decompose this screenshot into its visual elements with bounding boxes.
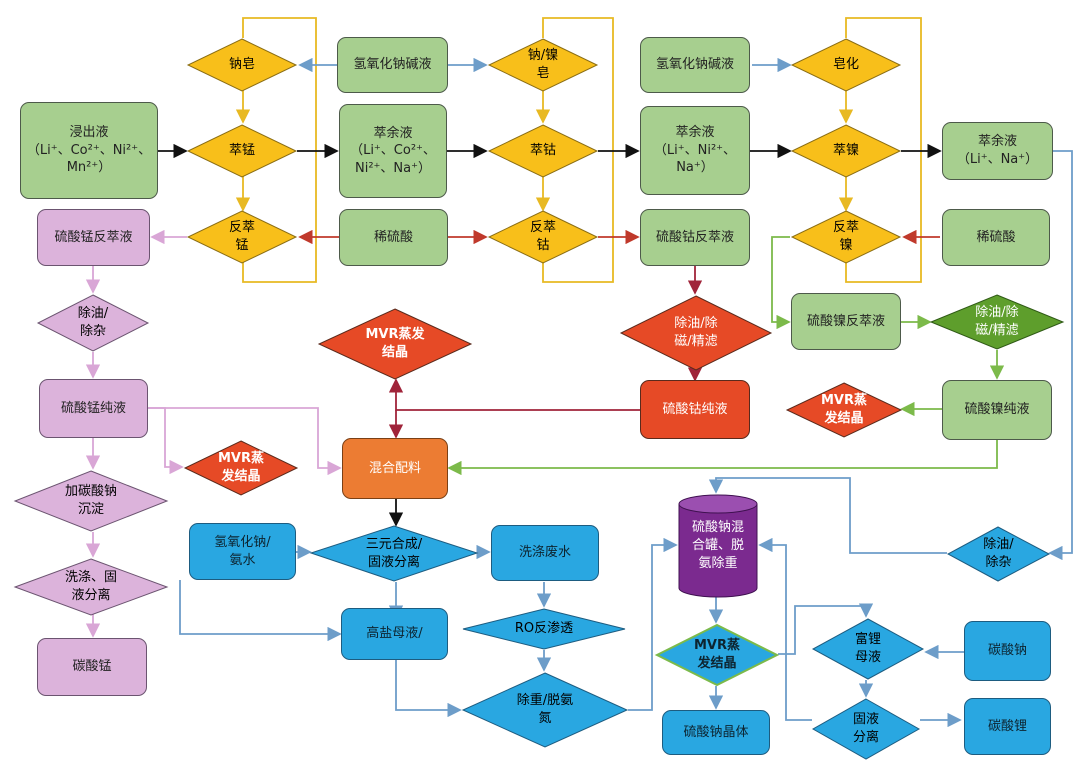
cobalt-strip-decision: 反萃 钴 xyxy=(487,210,599,264)
raffinate-deoil-label: 除油/ 除杂 xyxy=(983,537,1014,570)
mvr-sodium-sulfate-decision: MVR蒸 发结晶 xyxy=(654,623,780,687)
mvr-manganese-label: MVR蒸 发结晶 xyxy=(217,451,264,484)
cobalt-strip-liquor-label: 硫酸钴反萃液 xyxy=(655,229,734,245)
sodium-soap-label: 钠皂 xyxy=(228,57,255,73)
manganese-carbonate-box: 碳酸锰 xyxy=(37,638,147,696)
leach-liquor-box: 浸出液 （Li⁺、Co²⁺、Ni²⁺、 Mn²⁺） xyxy=(20,102,158,199)
cobalt-deoil-decision: 除油/除 磁/精滤 xyxy=(619,295,773,371)
manganese-strip-label: 反萃 锰 xyxy=(228,220,255,253)
cobalt-pure-liquor-box: 硫酸钴纯液 xyxy=(640,380,750,439)
mvr-top-decision: MVR蒸发 结晶 xyxy=(317,308,473,380)
cobalt-deoil-label: 除油/除 磁/精滤 xyxy=(674,316,718,349)
manganese-extraction-label: 萃锰 xyxy=(228,143,255,159)
manganese-pure-liquor-box: 硫酸锰纯液 xyxy=(39,379,148,438)
sodium-carbonate-label: 碳酸钠 xyxy=(987,643,1027,659)
naoh-ammonia-label: 氢氧化钠/ 氨水 xyxy=(214,534,271,568)
manganese-strip-liquor-box: 硫酸锰反萃液 xyxy=(37,209,150,266)
mvr-top-label: MVR蒸发 结晶 xyxy=(365,327,425,360)
ternary-synthesis-label: 三元合成/ 固液分离 xyxy=(365,536,423,570)
ternary-synthesis-decision: 三元合成/ 固液分离 xyxy=(309,525,479,582)
nickel-pure-liquor-label: 硫酸镍纯液 xyxy=(964,402,1030,418)
mvr-manganese-decision: MVR蒸 发结晶 xyxy=(183,440,299,496)
raffinate-label-3: 萃余液 （Li⁺、Na⁺） xyxy=(956,134,1039,167)
sodium-soap-decision: 钠皂 xyxy=(186,38,298,92)
sodium-sulfate-tank-label: 硫酸钠混 合罐、脱 氨除重 xyxy=(691,519,744,572)
naoh-solution-box-1: 氢氧化钠碱液 xyxy=(337,37,448,93)
raffinate-box-3: 萃余液 （Li⁺、Na⁺） xyxy=(942,122,1053,180)
naoh-solution-label-2: 氢氧化钠碱液 xyxy=(655,57,734,73)
solid-liquid-separation-decision: 固液 分离 xyxy=(811,698,921,760)
manganese-carbonate-label: 碳酸锰 xyxy=(72,659,112,675)
manganese-extraction-decision: 萃锰 xyxy=(186,124,298,178)
nickel-deoil-decision: 除油/除 磁/精滤 xyxy=(929,294,1065,350)
dilute-acid-label-1: 稀硫酸 xyxy=(373,229,413,245)
dilute-acid-box-2: 稀硫酸 xyxy=(942,209,1050,266)
mvr-nickel-decision: MVR蒸 发结晶 xyxy=(785,382,903,438)
leach-liquor-label: 浸出液 （Li⁺、Co²⁺、Ni²⁺、 Mn²⁺） xyxy=(26,125,152,176)
naoh-ammonia-box: 氢氧化钠/ 氨水 xyxy=(189,523,296,580)
sodium-carbonate-precipitation-decision: 加碳酸钠 沉淀 xyxy=(13,470,169,532)
nickel-strip-liquor-box: 硫酸镍反萃液 xyxy=(791,293,901,350)
sodium-carbonate-precipitation-label: 加碳酸钠 沉淀 xyxy=(64,484,117,517)
manganese-deoil-label: 除油/ 除杂 xyxy=(77,306,109,339)
sodium-sulfate-crystal-box: 硫酸钠晶体 xyxy=(662,710,770,755)
dilute-acid-label-2: 稀硫酸 xyxy=(976,229,1016,245)
cobalt-strip-liquor-box: 硫酸钴反萃液 xyxy=(640,209,750,266)
cobalt-strip-label: 反萃 钴 xyxy=(529,220,556,253)
wash-separation-label: 洗涤、固 液分离 xyxy=(64,570,117,603)
reverse-osmosis-decision: RO反渗透 xyxy=(462,608,626,650)
naoh-solution-label-1: 氢氧化钠碱液 xyxy=(353,57,432,73)
nickel-deoil-label: 除油/除 磁/精滤 xyxy=(975,305,1019,338)
lithium-carbonate-label: 碳酸锂 xyxy=(987,718,1027,734)
lithium-rich-mother-liquor-label: 富锂 母液 xyxy=(854,632,881,665)
nickel-extraction-label: 萃镍 xyxy=(832,143,859,159)
heavy-metal-ammonia-removal-label: 除重/脱氨 氮 xyxy=(516,693,574,726)
wash-water-box: 洗涤废水 xyxy=(491,525,599,581)
cobalt-extraction-label: 萃钴 xyxy=(529,143,556,159)
raffinate-box-2: 萃余液 （Li⁺、Ni²⁺、 Na⁺） xyxy=(640,106,750,195)
manganese-strip-decision: 反萃 锰 xyxy=(186,210,298,264)
high-salt-mother-liquor-label: 高盐母液/ xyxy=(366,626,423,642)
sodium-nickel-soap-label: 钠/镍 皂 xyxy=(527,48,559,81)
sodium-nickel-soap-decision: 钠/镍 皂 xyxy=(487,38,599,92)
cobalt-pure-liquor-label: 硫酸钴纯液 xyxy=(662,401,728,417)
wash-water-label: 洗涤废水 xyxy=(518,545,571,561)
nickel-strip-decision: 反萃 镍 xyxy=(790,210,902,264)
solid-liquid-separation-label: 固液 分离 xyxy=(852,712,879,745)
manganese-pure-liquor-label: 硫酸锰纯液 xyxy=(60,400,126,416)
nickel-pure-liquor-box: 硫酸镍纯液 xyxy=(942,380,1052,440)
saponification-label: 皂化 xyxy=(832,57,859,73)
mixing-label: 混合配料 xyxy=(368,460,421,476)
high-salt-mother-liquor-box: 高盐母液/ xyxy=(341,608,448,660)
wash-separation-decision: 洗涤、固 液分离 xyxy=(13,558,169,616)
sodium-carbonate-box: 碳酸钠 xyxy=(964,621,1051,681)
lithium-rich-mother-liquor-decision: 富锂 母液 xyxy=(811,618,925,680)
mixing-box: 混合配料 xyxy=(342,438,448,499)
raffinate-deoil-decision: 除油/ 除杂 xyxy=(946,526,1051,582)
mvr-sodium-sulfate-label: MVR蒸 发结晶 xyxy=(693,638,740,671)
manganese-strip-liquor-label: 硫酸锰反萃液 xyxy=(54,229,133,245)
nickel-strip-liquor-label: 硫酸镍反萃液 xyxy=(806,313,885,329)
dilute-acid-box-1: 稀硫酸 xyxy=(339,209,448,266)
cobalt-extraction-decision: 萃钴 xyxy=(487,124,599,178)
manganese-deoil-decision: 除油/ 除杂 xyxy=(36,294,150,352)
mvr-nickel-label: MVR蒸 发结晶 xyxy=(820,393,867,426)
lithium-carbonate-box: 碳酸锂 xyxy=(964,698,1051,755)
nickel-extraction-decision: 萃镍 xyxy=(790,124,902,178)
raffinate-box-1: 萃余液 （Li⁺、Co²⁺、 Ni²⁺、Na⁺） xyxy=(339,104,447,198)
nickel-strip-label: 反萃 镍 xyxy=(832,220,859,253)
raffinate-label-1: 萃余液 （Li⁺、Co²⁺、 Ni²⁺、Na⁺） xyxy=(350,125,436,176)
raffinate-label-2: 萃余液 （Li⁺、Ni²⁺、 Na⁺） xyxy=(653,125,737,176)
sodium-sulfate-tank: 硫酸钠混 合罐、脱 氨除重 xyxy=(678,494,758,598)
reverse-osmosis-label: RO反渗透 xyxy=(514,621,574,637)
saponification-decision: 皂化 xyxy=(790,38,902,92)
heavy-metal-ammonia-removal-decision: 除重/脱氨 氮 xyxy=(461,672,629,748)
naoh-solution-box-2: 氢氧化钠碱液 xyxy=(640,37,750,93)
sodium-sulfate-crystal-label: 硫酸钠晶体 xyxy=(683,724,749,740)
